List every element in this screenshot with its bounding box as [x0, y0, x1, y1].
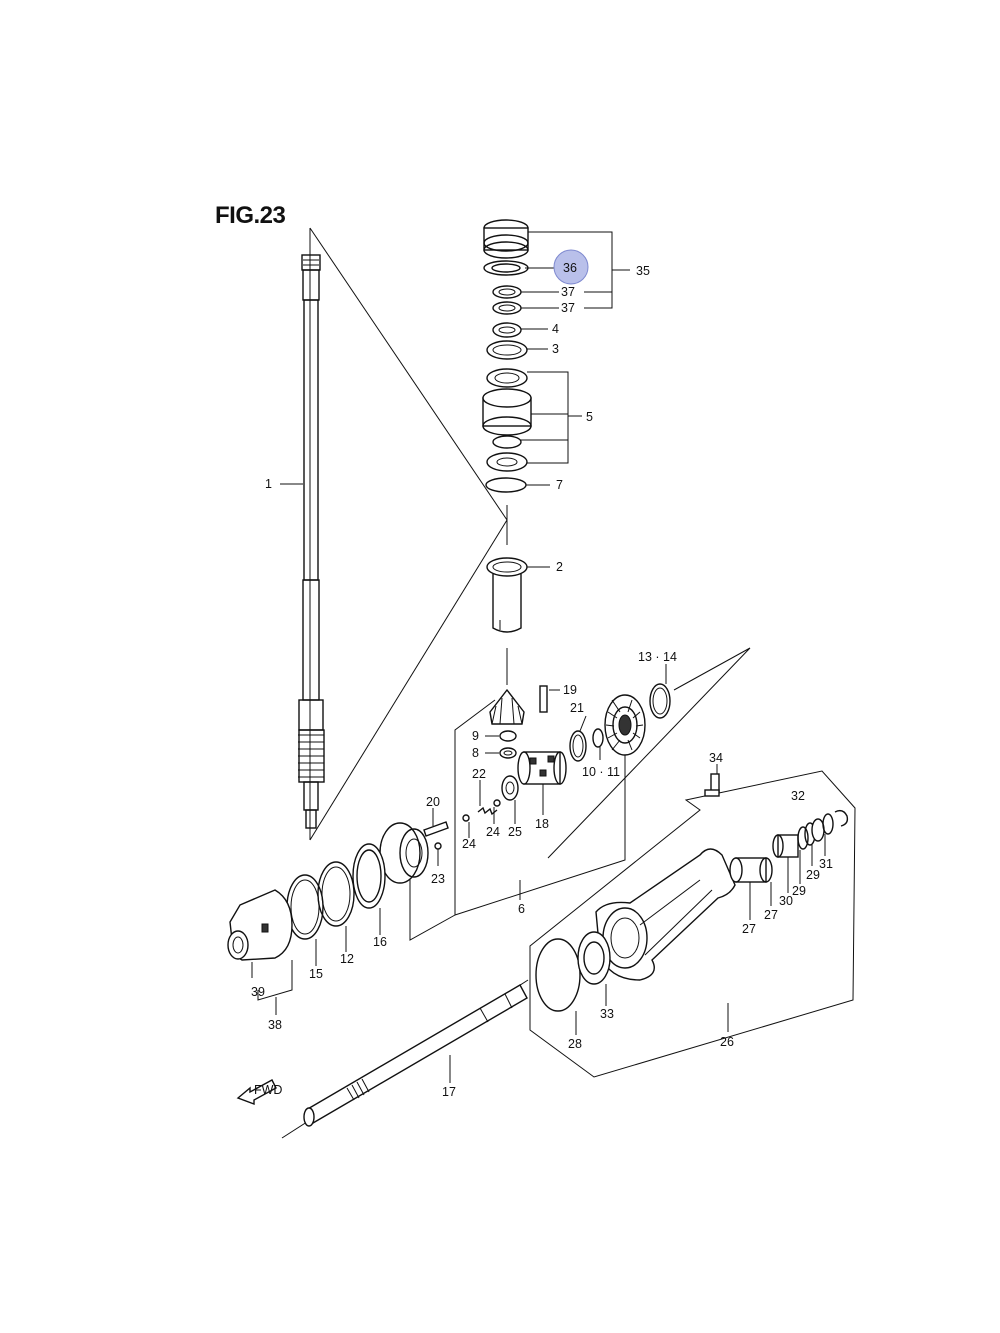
callout-19: 19 [563, 683, 577, 697]
callout-9: 9 [472, 729, 479, 743]
callout-29-a: 29 [792, 884, 806, 898]
callout-5: 5 [586, 410, 593, 424]
shim-13-14 [649, 683, 671, 719]
gearcase-26 [595, 848, 736, 981]
callout-22: 22 [472, 767, 486, 781]
pin-19 [539, 685, 560, 713]
callout-4: 4 [552, 322, 559, 336]
highlight-marker[interactable] [553, 249, 589, 285]
seal-37-a [492, 285, 522, 299]
seal-30 [811, 818, 825, 842]
callout-21: 21 [570, 701, 584, 715]
circlip-31 [822, 813, 834, 835]
callout-24-a: 24 [462, 837, 476, 851]
callout-20: 20 [426, 795, 440, 809]
callout-37-b: 37 [561, 301, 575, 315]
callout-23: 23 [431, 872, 445, 886]
leader-lines [257, 483, 826, 1083]
circlip-7 [485, 477, 527, 493]
housing-26-frame [529, 770, 856, 1078]
callout-33: 33 [600, 1007, 614, 1021]
callout-26: 26 [720, 1035, 734, 1049]
ring-10-11 [592, 728, 604, 748]
bearing-27 [729, 857, 773, 883]
upper-bearing-housing [483, 219, 529, 276]
forward-gear [604, 694, 646, 756]
callout-27-a: 27 [742, 922, 756, 936]
nut-8 [499, 747, 517, 759]
fwd-label: FWD [254, 1083, 282, 1097]
pin-23 [434, 842, 442, 866]
callout-34: 34 [709, 751, 723, 765]
forward-arrow-icon: FWD [236, 1079, 282, 1106]
callout-31: 31 [819, 857, 833, 871]
pin-20 [423, 821, 449, 837]
washer-9 [499, 730, 517, 742]
ring-3 [486, 340, 528, 360]
callout-3: 3 [552, 342, 559, 356]
clip-32 [834, 809, 849, 827]
clutch-18 [517, 751, 567, 785]
callout-24-b: 24 [486, 825, 500, 839]
callout-12: 12 [340, 952, 354, 966]
oring-28 [535, 938, 581, 1012]
callout-30: 30 [779, 894, 793, 908]
bearing-set-5 [482, 368, 532, 472]
callout-39: 39 [251, 985, 265, 999]
shim-12 [317, 861, 355, 927]
callout-38: 38 [268, 1018, 282, 1032]
propeller-shaft-17 [303, 984, 528, 1127]
callout-17: 17 [442, 1085, 456, 1099]
callout-8: 8 [472, 746, 479, 760]
bearing-4 [492, 322, 522, 338]
callout-7: 7 [556, 478, 563, 492]
bushing-25 [501, 775, 519, 801]
bearing-27-b [772, 834, 799, 858]
bracket-35 [521, 231, 630, 486]
bolt-34 [704, 773, 720, 797]
ball-24 [462, 799, 501, 822]
callout-28: 28 [568, 1037, 582, 1051]
pinion-gear [489, 688, 525, 725]
callout-2: 2 [556, 560, 563, 574]
callout-35: 35 [636, 264, 650, 278]
callout-10-11: 10 · 11 [582, 765, 620, 779]
reverse-gear [379, 822, 429, 884]
spring-22 [477, 806, 498, 816]
callout-6: 6 [518, 902, 525, 916]
bearing-16 [352, 843, 386, 909]
callout-25: 25 [508, 825, 522, 839]
drive-shaft [298, 254, 325, 829]
callout-15: 15 [309, 967, 323, 981]
figure-title: FIG.23 [215, 202, 286, 229]
callout-37-a: 37 [561, 285, 575, 299]
callout-36[interactable]: 36 [563, 261, 577, 275]
bearing-housing-38 [227, 889, 293, 978]
callout-16: 16 [373, 935, 387, 949]
callout-labels: 1 2 3 4 5 6 7 8 9 10 · 11 12 13 · 14 15 … [251, 261, 833, 1099]
sleeve-2 [486, 557, 550, 633]
ring-21 [569, 730, 587, 762]
bearing-33 [577, 931, 611, 985]
callout-1: 1 [265, 477, 272, 491]
callout-18: 18 [535, 817, 549, 831]
callout-29-b: 29 [806, 868, 820, 882]
callout-32: 32 [791, 789, 805, 803]
seal-37-b [492, 301, 522, 315]
callout-13-14: 13 · 14 [638, 650, 677, 664]
callout-27-b: 27 [764, 908, 778, 922]
